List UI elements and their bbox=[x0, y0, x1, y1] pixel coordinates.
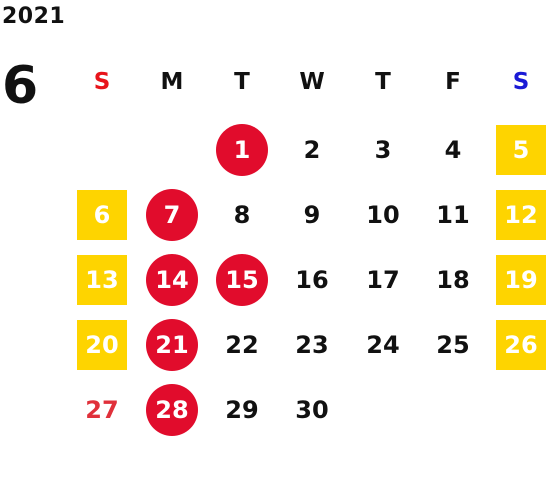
weekday-5: F bbox=[445, 69, 461, 95]
day-number: 26 bbox=[504, 331, 538, 359]
day-number: 14 bbox=[155, 266, 189, 294]
day-cell[interactable]: 12 bbox=[491, 185, 548, 245]
day-cell[interactable]: 26 bbox=[491, 315, 548, 375]
month-number: 6 bbox=[2, 56, 39, 116]
day-number: 16 bbox=[295, 266, 329, 294]
day-number: 20 bbox=[85, 331, 119, 359]
day-number: 2 bbox=[303, 136, 321, 164]
year-label: 2021 bbox=[2, 4, 66, 29]
day-number: 10 bbox=[366, 201, 400, 229]
day-number: 27 bbox=[85, 396, 119, 424]
day-cell[interactable]: 22 bbox=[212, 315, 272, 375]
day-cell[interactable]: 8 bbox=[212, 185, 272, 245]
weekend-box-marker: 6 bbox=[77, 190, 127, 240]
day-cell[interactable]: 21 bbox=[142, 315, 202, 375]
day-cell[interactable]: 24 bbox=[353, 315, 413, 375]
day-number: 22 bbox=[225, 331, 259, 359]
day-number: 25 bbox=[436, 331, 470, 359]
day-number: 18 bbox=[436, 266, 470, 294]
day-cell[interactable]: 7 bbox=[142, 185, 202, 245]
day-cell[interactable]: 27 bbox=[72, 380, 132, 440]
day-cell[interactable]: 11 bbox=[423, 185, 483, 245]
weekday-0: S bbox=[93, 69, 111, 95]
day-number: 29 bbox=[225, 396, 259, 424]
day-cell[interactable]: 18 bbox=[423, 250, 483, 310]
weekend-box-marker: 5 bbox=[496, 125, 546, 175]
day-cell[interactable]: 23 bbox=[282, 315, 342, 375]
day-number: 30 bbox=[295, 396, 329, 424]
day-number: 9 bbox=[303, 201, 321, 229]
day-cell[interactable]: 1 bbox=[212, 120, 272, 180]
day-number: 28 bbox=[155, 396, 189, 424]
day-number: 15 bbox=[225, 266, 259, 294]
day-number: 17 bbox=[366, 266, 400, 294]
day-number: 24 bbox=[366, 331, 400, 359]
holiday-circle-marker: 1 bbox=[216, 124, 268, 176]
day-number: 23 bbox=[295, 331, 329, 359]
weekend-box-marker: 20 bbox=[77, 320, 127, 370]
day-cell[interactable]: 15 bbox=[212, 250, 272, 310]
holiday-circle-marker: 21 bbox=[146, 319, 198, 371]
day-cell[interactable]: 14 bbox=[142, 250, 202, 310]
day-cell[interactable]: 4 bbox=[423, 120, 483, 180]
day-cell[interactable]: 3 bbox=[353, 120, 413, 180]
weekday-4: T bbox=[375, 69, 391, 95]
day-cell[interactable]: 10 bbox=[353, 185, 413, 245]
day-number: 1 bbox=[233, 136, 251, 164]
day-cell[interactable]: 19 bbox=[491, 250, 548, 310]
day-cell[interactable]: 13 bbox=[72, 250, 132, 310]
day-number: 12 bbox=[504, 201, 538, 229]
weekday-3: W bbox=[299, 69, 325, 95]
day-cell[interactable]: 30 bbox=[282, 380, 342, 440]
day-cell[interactable]: 2 bbox=[282, 120, 342, 180]
day-number: 5 bbox=[512, 136, 530, 164]
weekday-2: T bbox=[234, 69, 250, 95]
day-cell[interactable]: 17 bbox=[353, 250, 413, 310]
day-number: 11 bbox=[436, 201, 470, 229]
holiday-circle-marker: 14 bbox=[146, 254, 198, 306]
day-cell[interactable]: 5 bbox=[491, 120, 548, 180]
day-number: 7 bbox=[163, 201, 181, 229]
day-cell[interactable]: 9 bbox=[282, 185, 342, 245]
day-number: 3 bbox=[374, 136, 392, 164]
day-number: 21 bbox=[155, 331, 189, 359]
day-number: 19 bbox=[504, 266, 538, 294]
weekend-box-marker: 19 bbox=[496, 255, 546, 305]
day-number: 13 bbox=[85, 266, 119, 294]
weekday-1: M bbox=[160, 69, 184, 95]
day-cell[interactable]: 29 bbox=[212, 380, 272, 440]
day-cell[interactable]: 25 bbox=[423, 315, 483, 375]
weekday-6: S bbox=[512, 69, 530, 95]
weekend-box-marker: 12 bbox=[496, 190, 546, 240]
holiday-circle-marker: 7 bbox=[146, 189, 198, 241]
weekend-box-marker: 13 bbox=[77, 255, 127, 305]
holiday-circle-marker: 15 bbox=[216, 254, 268, 306]
day-cell[interactable]: 20 bbox=[72, 315, 132, 375]
day-number: 8 bbox=[233, 201, 251, 229]
holiday-circle-marker: 28 bbox=[146, 384, 198, 436]
day-number: 6 bbox=[93, 201, 111, 229]
day-number: 4 bbox=[444, 136, 462, 164]
day-cell[interactable]: 16 bbox=[282, 250, 342, 310]
day-cell[interactable]: 6 bbox=[72, 185, 132, 245]
day-cell[interactable]: 28 bbox=[142, 380, 202, 440]
weekend-box-marker: 26 bbox=[496, 320, 546, 370]
